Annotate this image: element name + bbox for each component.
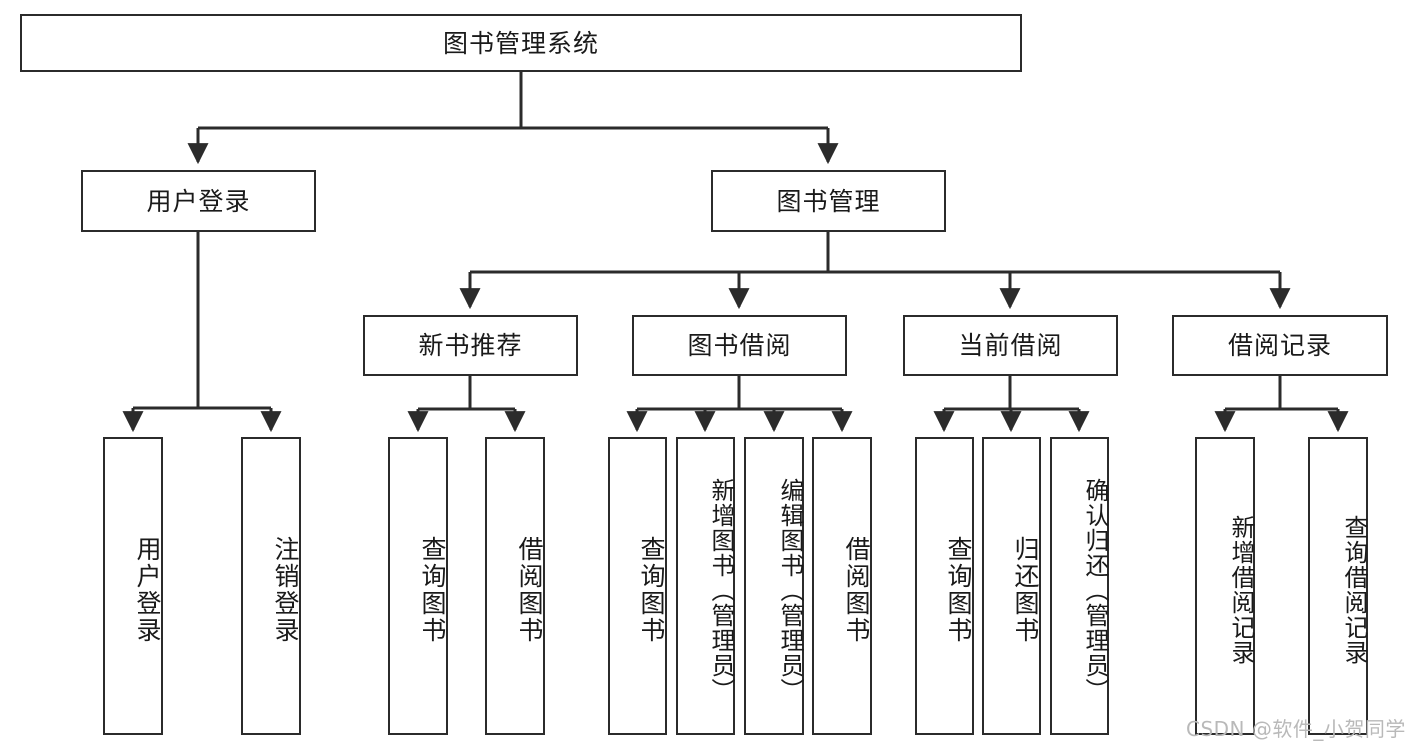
node-leaf-confirm-return-admin[interactable]: 确认归还（管理员） (1050, 437, 1109, 735)
node-leaf-edit-book-admin[interactable]: 编辑图书（管理员） (744, 437, 804, 735)
node-leaf-query-borrow-record[interactable]: 查询借阅记录 (1308, 437, 1368, 735)
node-book-borrow[interactable]: 图书借阅 (632, 315, 847, 376)
node-leaf-query-book-recommend[interactable]: 查询图书 (388, 437, 448, 735)
node-root[interactable]: 图书管理系统 (20, 14, 1022, 72)
node-leaf-add-borrow-record[interactable]: 新增借阅记录 (1195, 437, 1255, 735)
node-leaf-borrow-book[interactable]: 借阅图书 (812, 437, 872, 735)
node-borrow-record[interactable]: 借阅记录 (1172, 315, 1388, 376)
node-user-login[interactable]: 用户登录 (81, 170, 316, 232)
node-leaf-query-book-current[interactable]: 查询图书 (915, 437, 974, 735)
node-new-book-recommend[interactable]: 新书推荐 (363, 315, 578, 376)
node-leaf-return-book[interactable]: 归还图书 (982, 437, 1041, 735)
node-leaf-borrow-book-recommend[interactable]: 借阅图书 (485, 437, 545, 735)
node-book-management[interactable]: 图书管理 (711, 170, 946, 232)
node-leaf-add-book-admin[interactable]: 新增图书（管理员） (676, 437, 735, 735)
node-leaf-logout-login[interactable]: 注销登录 (241, 437, 301, 735)
node-current-borrow[interactable]: 当前借阅 (903, 315, 1118, 376)
node-leaf-user-login[interactable]: 用户登录 (103, 437, 163, 735)
csdn-watermark: CSDN @软件_小贺同学 (1186, 717, 1405, 741)
node-leaf-query-book-borrow[interactable]: 查询图书 (608, 437, 667, 735)
